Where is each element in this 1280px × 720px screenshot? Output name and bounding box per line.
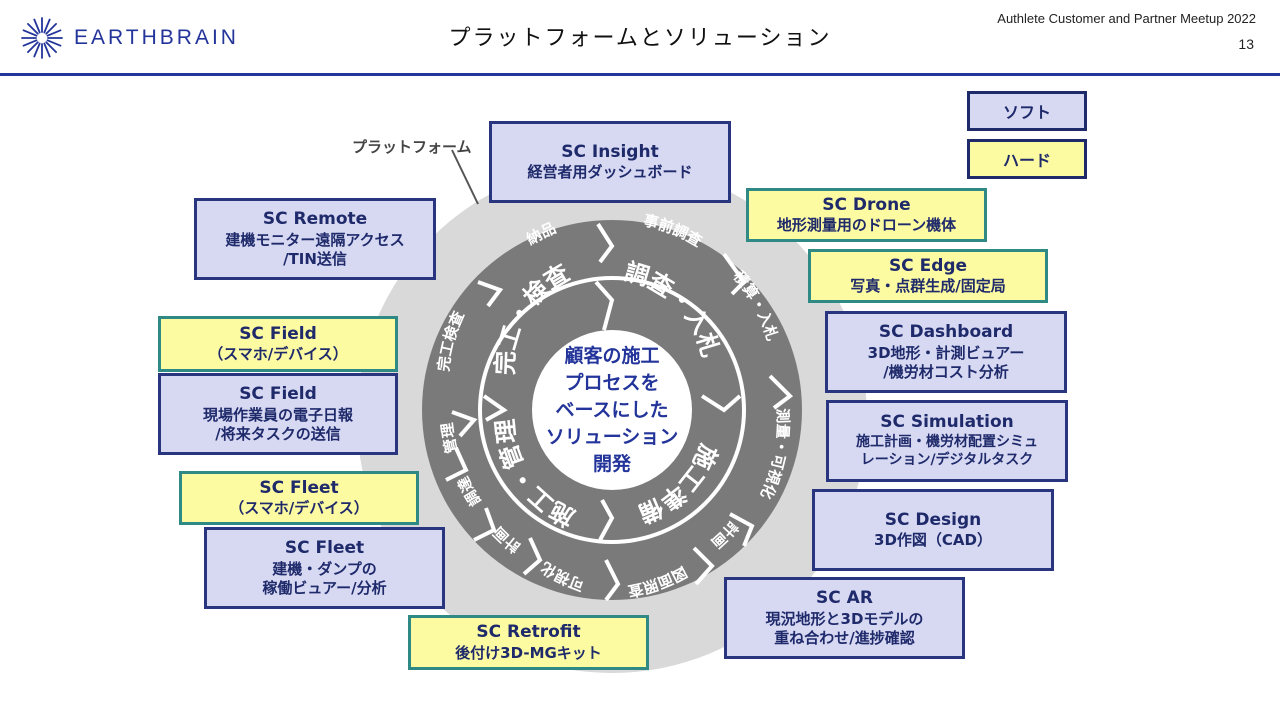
box-line: （スマホ/デバイス）	[229, 499, 369, 518]
box-title: SC Remote	[262, 208, 368, 229]
box-sc-field-soft: SC Field 現場作業員の電子日報 /将来タスクの送信	[158, 373, 398, 455]
box-title: SC Drone	[822, 194, 911, 215]
step-separator	[522, 537, 543, 576]
box-line: 現場作業員の電子日報	[202, 405, 353, 424]
box-title: SC Field	[239, 383, 317, 404]
legend-soft-label: ソフト	[1002, 103, 1051, 122]
box-line: 写真・点群生成/固定局	[850, 277, 1006, 296]
phase-separator	[700, 394, 742, 413]
step-separator	[768, 374, 794, 410]
step-separator	[473, 507, 497, 542]
box-sc-insight: SC Insight 経営者用ダッシュボード	[489, 121, 731, 203]
box-title: SC Field	[239, 323, 317, 344]
step-separator	[729, 512, 755, 547]
step-separator	[596, 222, 615, 264]
center-line-3: ベースにした	[555, 399, 668, 421]
logo-text: EARTHBRAIN	[74, 26, 239, 49]
box-title: SC AR	[816, 587, 873, 608]
page-title: プラットフォームとソリューション	[448, 26, 832, 51]
platform-pointer	[451, 149, 479, 205]
box-sc-drone: SC Drone 地形測量用のドローン機体	[746, 188, 987, 242]
box-line: （スマホ/デバイス）	[208, 345, 348, 364]
earthbrain-logo: EARTHBRAIN	[20, 16, 239, 60]
step-separator	[445, 447, 469, 482]
box-line: /機労材コスト分析	[883, 362, 1009, 381]
box-title: SC Dashboard	[878, 321, 1014, 342]
starburst-logo-icon	[21, 17, 63, 59]
box-sc-field-hard: SC Field （スマホ/デバイス）	[158, 316, 398, 372]
step-separator	[604, 559, 621, 602]
step-manage: 管理	[438, 422, 461, 455]
step-separator	[722, 252, 747, 296]
box-sc-retrofit: SC Retrofit 後付け3D-MGキット	[408, 615, 649, 670]
box-sc-fleet-soft: SC Fleet 建機・ダンプの 稼働ビュアー/分析	[204, 527, 445, 609]
box-line: 重ね合わせ/進捗確認	[774, 628, 915, 647]
box-sc-dashboard: SC Dashboard 3D地形・計測ビュアー /機労材コスト分析	[825, 311, 1067, 393]
box-title: SC Fleet	[284, 537, 365, 558]
step-separator	[451, 410, 478, 438]
box-line: /TIN送信	[283, 249, 347, 268]
box-line: 経営者用ダッシュボード	[527, 163, 693, 182]
header-divider	[0, 73, 1280, 76]
box-title: SC Simulation	[880, 412, 1014, 433]
step-separator	[692, 546, 715, 586]
box-title: SC Retrofit	[476, 622, 581, 643]
box-line: レーション/デジタルタスク	[860, 451, 1034, 468]
page-number: 13	[1238, 36, 1254, 52]
center-disc	[532, 330, 692, 490]
box-line: 施工計画・機労材配置シミュ	[856, 433, 1038, 450]
box-sc-remote: SC Remote 建機モニター遠隔アクセス /TIN送信	[194, 198, 436, 280]
box-sc-edge: SC Edge 写真・点群生成/固定局	[808, 249, 1048, 303]
box-sc-fleet-hard: SC Fleet （スマホ/デバイス）	[179, 471, 419, 525]
event-name: Authlete Customer and Partner Meetup 202…	[997, 11, 1256, 26]
phase-separator	[482, 394, 508, 422]
box-line: /将来タスクの送信	[215, 424, 341, 443]
legend-hard: ハード	[967, 139, 1087, 179]
box-line: 稼働ビュアー/分析	[262, 578, 387, 597]
center-line-2: プロセスを	[564, 371, 659, 394]
step-separator	[477, 280, 504, 308]
box-sc-simulation: SC Simulation 施工計画・機労材配置シミュ レーション/デジタルタス…	[826, 400, 1068, 482]
box-title: SC Design	[884, 509, 982, 530]
phase-separator	[594, 280, 615, 331]
box-title: SC Edge	[888, 255, 968, 276]
box-sc-design: SC Design 3D作図（CAD）	[812, 489, 1054, 571]
box-line: 3D地形・計測ビュアー	[867, 343, 1025, 362]
box-title: SC Fleet	[259, 477, 339, 498]
center-line-4: ソリューション	[546, 426, 679, 448]
box-line: 3D作図（CAD）	[874, 531, 992, 550]
phase-separator	[598, 499, 615, 541]
box-sc-ar: SC AR 現況地形と3Dモデルの 重ね合わせ/進捗確認	[724, 577, 965, 659]
box-line: 建機モニター遠隔アクセス	[225, 230, 405, 249]
platform-label: プラットフォーム	[352, 138, 472, 156]
box-line: 後付け3D-MGキット	[455, 643, 602, 662]
legend-hard-label: ハード	[1002, 151, 1051, 170]
box-line: 建機・ダンプの	[272, 559, 377, 578]
legend-soft: ソフト	[967, 91, 1087, 131]
box-title: SC Insight	[561, 141, 659, 162]
box-line: 現況地形と3Dモデルの	[765, 609, 924, 628]
box-line: 地形測量用のドローン機体	[776, 216, 957, 235]
center-line-1: 顧客の施工	[564, 344, 659, 367]
center-line-5: 開発	[593, 452, 632, 475]
